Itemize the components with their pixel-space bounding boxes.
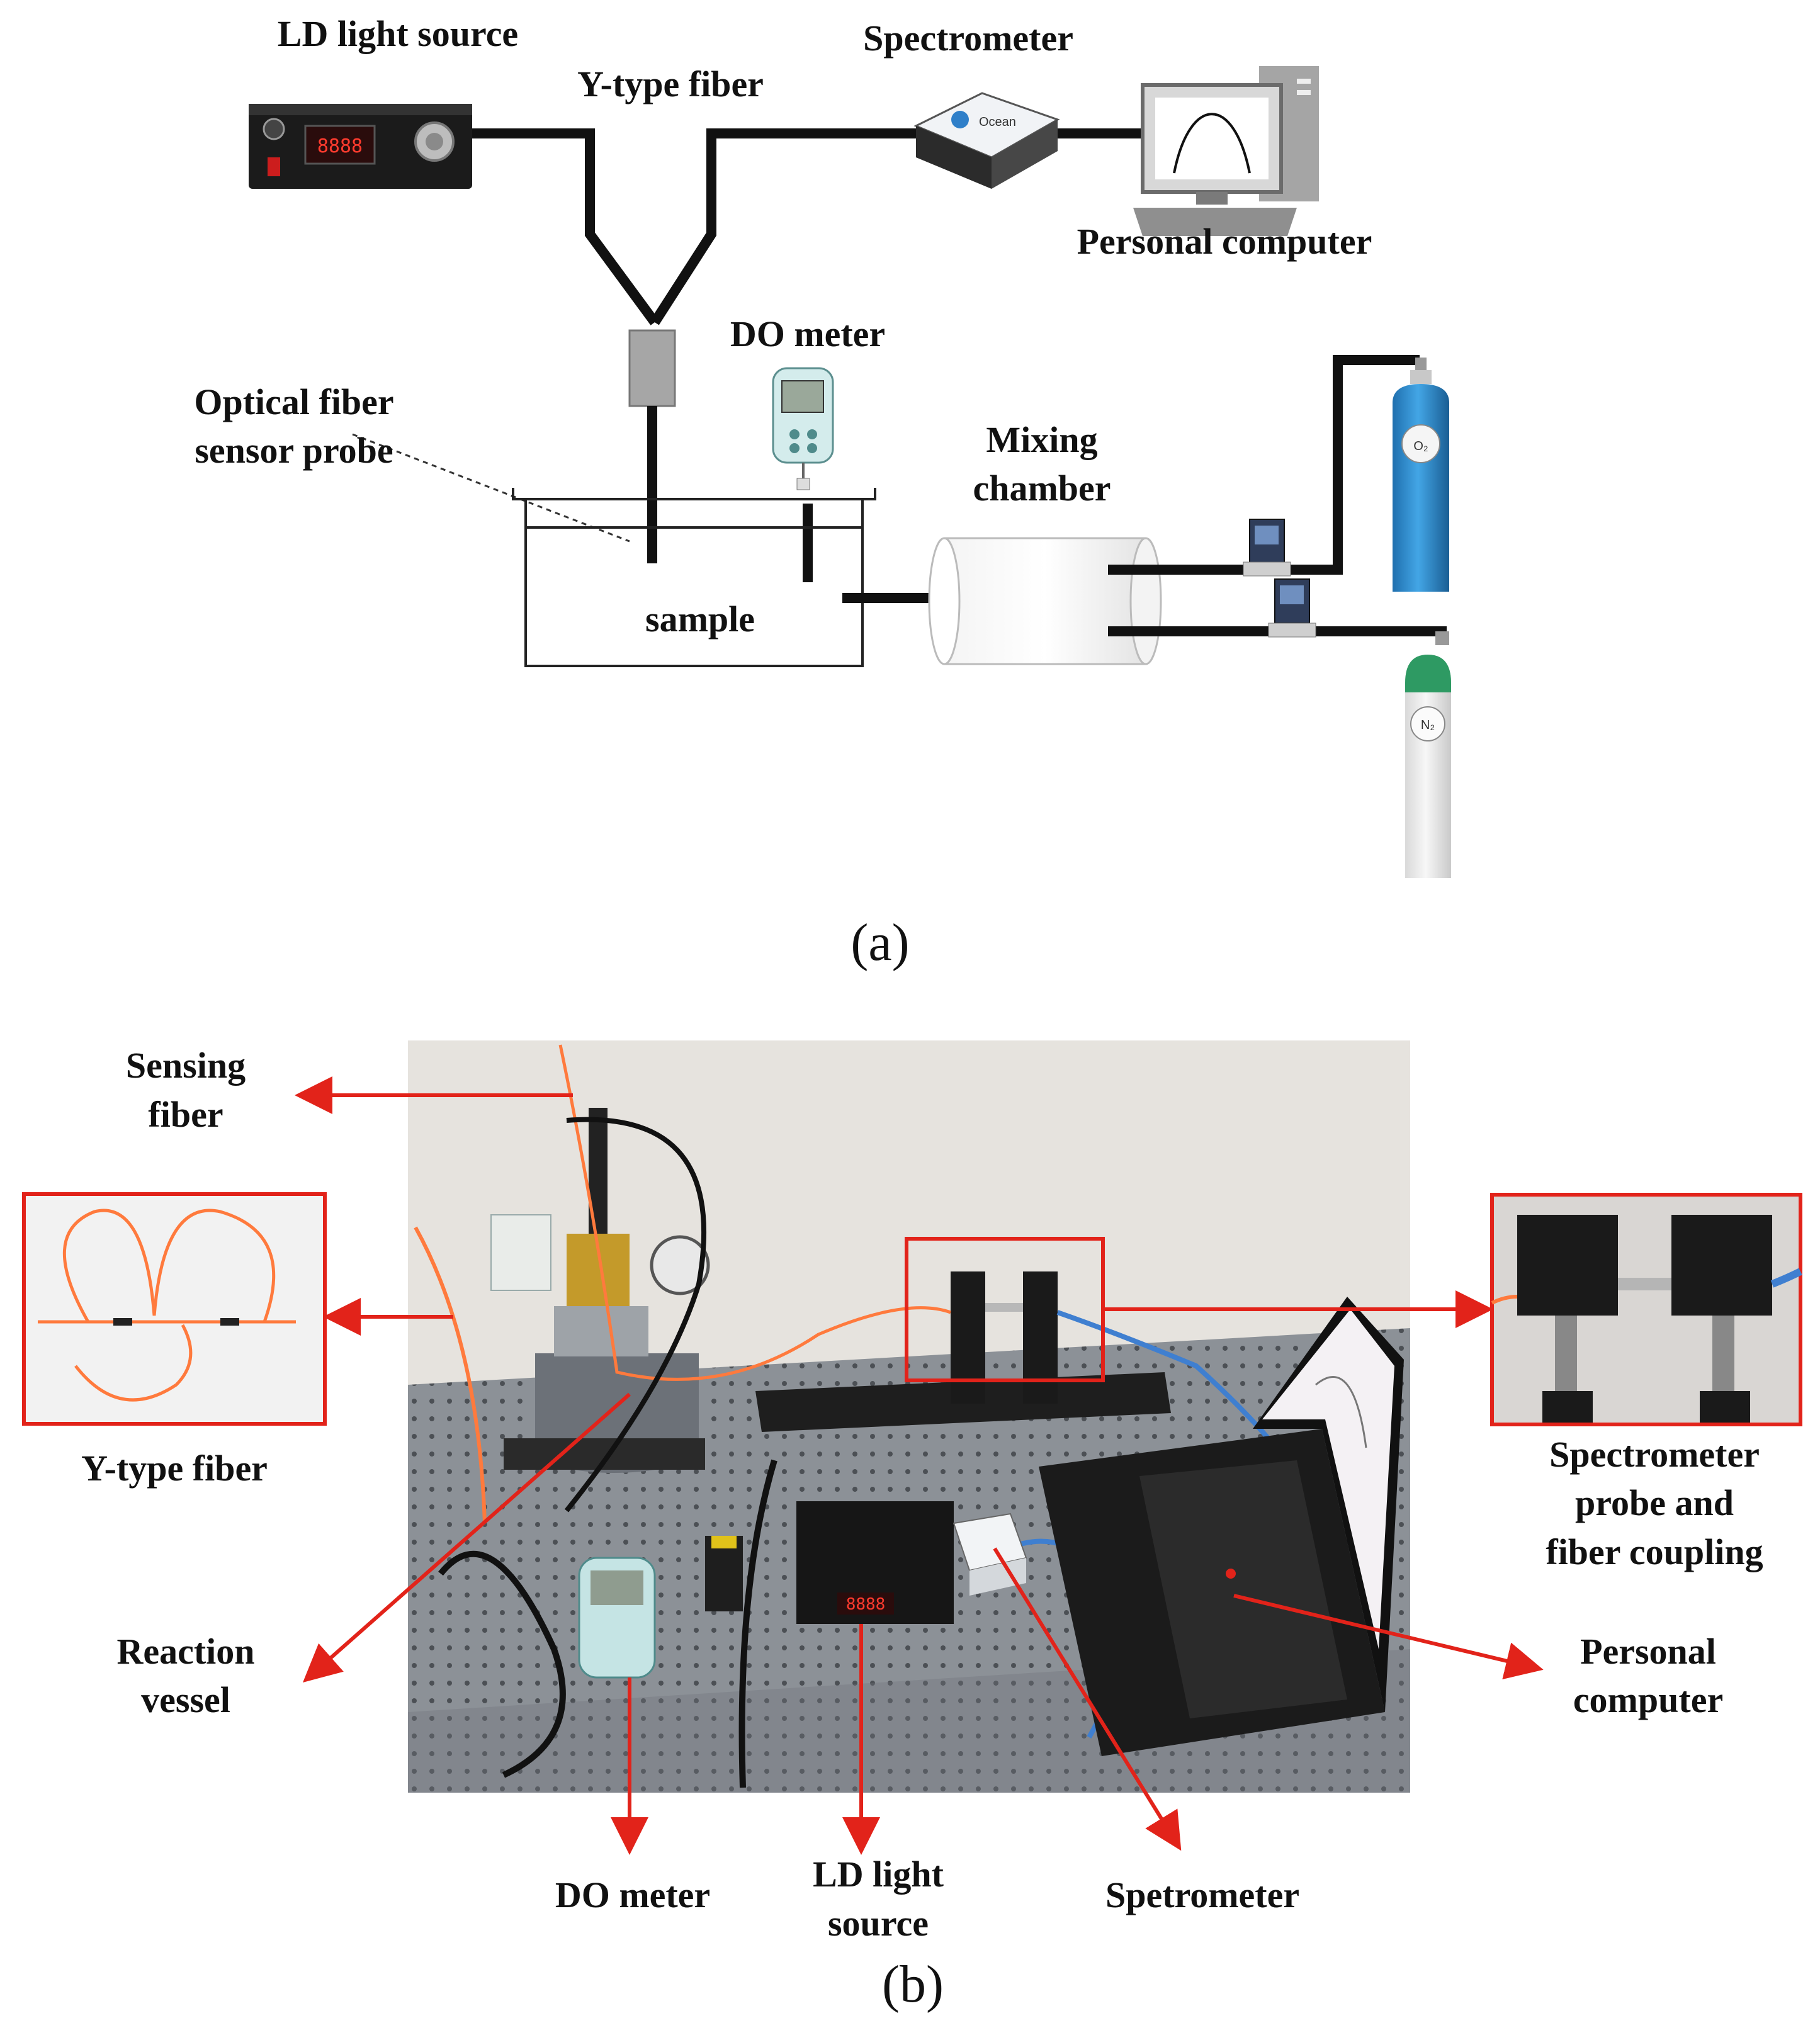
y-fiber-right-arm	[650, 128, 916, 325]
computer-icon	[1133, 66, 1319, 236]
laptop-photo	[1039, 1297, 1404, 1756]
caption-a: (a)	[851, 913, 909, 972]
label-y-type-fiber-b: Y-type fiber	[81, 1448, 268, 1489]
caption-b: (b)	[882, 1955, 944, 2014]
o2-label: O₂	[1413, 439, 1428, 453]
arrow-spetrometer	[993, 1547, 1182, 1851]
lab-photo: 8888	[408, 1040, 1410, 1793]
label-sensing-line-1: Sensing	[126, 1045, 246, 1086]
probe-leader-line	[352, 433, 630, 543]
do-meter-device	[772, 367, 834, 490]
label-mixing-line-1: Mixing	[986, 419, 1097, 460]
label-sample: sample	[645, 599, 755, 640]
label-reaction-line-2: vessel	[141, 1679, 230, 1720]
flow-controller-n2	[1268, 578, 1316, 638]
arrow-personal-computer	[1233, 1594, 1544, 1679]
label-y-type-fiber: Y-type fiber	[577, 64, 764, 104]
y-fiber-left-arm	[472, 128, 659, 325]
label-do-meter: DO meter	[730, 313, 885, 354]
o2-gas-line	[1108, 355, 1420, 575]
n2-cylinder: N₂	[1405, 631, 1451, 878]
svg-text:8888: 8888	[317, 135, 363, 157]
mixing-chamber-device	[928, 537, 1162, 665]
label-probe-line-1: Optical fiber	[194, 381, 393, 422]
panel-a: 8888 Ocean	[194, 13, 1451, 972]
svg-text:8888: 8888	[846, 1595, 886, 1614]
label-coupling-line-2: probe and	[1575, 1482, 1734, 1523]
label-reaction-line-1: Reaction	[116, 1631, 254, 1672]
inset-y-fiber	[22, 1192, 327, 1426]
label-do-meter-b: DO meter	[555, 1874, 710, 1915]
inset-coupling	[1490, 1193, 1802, 1426]
label-coupling-line-3: fiber coupling	[1546, 1531, 1763, 1572]
svg-text:Ocean: Ocean	[979, 115, 1016, 129]
label-mixing-line-2: chamber	[973, 468, 1111, 509]
ld-light-source-device: 8888	[249, 104, 472, 189]
sample-container	[512, 488, 876, 667]
n2-label: N₂	[1421, 718, 1435, 732]
label-probe-line-2: sensor probe	[195, 430, 393, 471]
label-sensing-line-2: fiber	[148, 1094, 223, 1135]
label-spectrometer: Spectrometer	[863, 18, 1073, 59]
o2-cylinder: O₂	[1393, 358, 1449, 592]
label-personal-computer: Personal computer	[1077, 221, 1372, 262]
spectrometer-device: Ocean	[913, 92, 1060, 189]
label-spetrometer: Spetrometer	[1105, 1874, 1299, 1915]
flow-controller-o2	[1243, 519, 1291, 577]
label-coupling-line-1: Spectrometer	[1549, 1434, 1760, 1475]
spectrometer-photo	[952, 1513, 1027, 1596]
label-ld-line-2: source	[828, 1903, 929, 1944]
label-ld-light-source: LD light source	[278, 13, 518, 54]
label-pc-line-1: Personal	[1580, 1631, 1716, 1672]
arrow-reaction-vessel	[303, 1392, 631, 1683]
probe-housing	[628, 329, 676, 407]
panel-b: 8888	[22, 1040, 1802, 2014]
label-ld-line-1: LD light	[813, 1854, 944, 1895]
label-pc-line-2: computer	[1573, 1679, 1723, 1720]
ld-light-source-photo: 8888	[705, 1501, 954, 1624]
